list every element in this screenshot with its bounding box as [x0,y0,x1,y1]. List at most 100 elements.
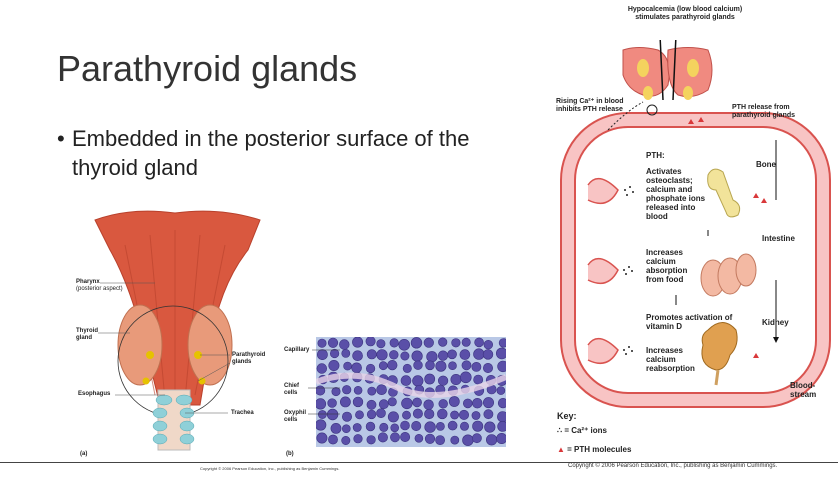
cell-nucleus [351,362,362,374]
cell-nucleus [424,421,436,433]
cell-nucleus [367,386,377,396]
label-pth-release: PTH release from parathyroid glands [732,104,796,119]
cell-nucleus [471,433,482,444]
cell-nucleus [435,435,445,445]
cell-nucleus [326,408,339,421]
cell-nucleus [461,337,471,347]
cell-nucleus [341,424,351,433]
cell-nucleus [389,338,399,348]
cell-nucleus [423,399,434,410]
label-bloodstream: Blood-stream [790,381,817,399]
cell-nucleus [483,362,494,373]
cell-nucleus [437,350,449,361]
cell-nucleus [353,434,363,444]
cell-nucleus [328,434,338,445]
cell-nucleus [366,399,377,410]
cell-nucleus [366,435,376,445]
cell-nucleus [401,397,413,410]
cell-nucleus [413,360,423,370]
cell-nucleus [352,350,363,362]
cell-nucleus [450,435,460,445]
cell-nucleus [339,396,351,408]
cell-nucleus [459,409,470,420]
cell-nucleus [411,421,422,432]
cell-nucleus [496,386,506,395]
cell-nucleus [460,421,470,431]
key-pth-molecules: ▲ = PTH molecules [557,445,632,454]
cell-nucleus [412,397,422,408]
cell-nucleus [426,351,438,363]
cell-nucleus [352,396,364,408]
cell-nucleus [318,410,327,419]
cell-nucleus [437,408,448,420]
footer-divider [0,462,838,463]
cell-nucleus [376,408,386,418]
cell-nucleus [498,338,506,348]
cell-nucleus [410,337,423,349]
cell-nucleus [376,384,387,396]
cell-nucleus [342,385,352,395]
panel-label-a: (a) [80,451,88,457]
cell-nucleus [331,387,341,397]
cell-nucleus [474,337,484,348]
cell-nucleus [423,337,434,348]
cell-nucleus [378,399,389,410]
cell-nucleus [411,350,423,362]
cell-nucleus [387,411,399,423]
cell-nucleus [365,421,376,432]
micrograph-image [316,337,506,447]
cell-nucleus [414,434,424,443]
cell-nucleus [473,374,484,385]
calcium-dots-icon: ∴ [557,426,565,435]
cell-nucleus [402,363,412,373]
label-rising-calcium: Rising Ca²⁺ in blood inhibits PTH releas… [556,98,624,113]
label-parathyroid-glands: Parathyroid glands [232,352,266,365]
cell-nucleus [461,360,472,371]
cell-nucleus [330,348,340,359]
cell-nucleus [339,339,350,350]
label-vitamin-d: Promotes activation of vitamin D [646,313,733,331]
cell-nucleus [424,433,436,444]
label-thyroid-gland: Thyroid gland [76,328,98,341]
cell-nucleus [390,423,399,433]
cell-nucleus [387,397,397,407]
cell-nucleus [471,361,482,372]
cell-nucleus [389,350,399,360]
cell-nucleus [462,434,474,446]
copyright-left: Copyright © 2006 Pearson Education, Inc.… [200,466,340,471]
cell-nucleus [402,410,411,420]
cell-nucleus [387,359,398,371]
cell-nucleus [398,339,410,351]
cell-nucleus [472,397,483,409]
label-intestine: Intestine [762,234,795,243]
copyright-right: Copyright © 2006 Pearson Education, Inc.… [568,463,778,469]
cell-nucleus [330,423,342,434]
micrograph-leader-lines [308,349,340,415]
cell-nucleus [483,409,494,420]
cell-nucleus [400,432,411,443]
cell-nucleus [483,339,494,350]
cell-nucleus [472,420,484,432]
label-pharynx: Pharynx(posterior aspect) [76,279,123,292]
cell-nucleus [437,375,449,386]
label-oxyphil-cells: Oxyphil cells [284,410,307,423]
label-capillary: Capillary [284,347,310,353]
cell-nucleus [486,434,498,446]
cell-nucleus [436,422,445,431]
bullet-symbol: • [57,126,65,151]
key-calcium-ions: ∴ = Ca²⁺ ions [557,426,607,435]
cell-nucleus [341,348,351,358]
cell-nucleus [365,337,376,347]
cell-nucleus [438,337,448,347]
cell-nucleus [352,423,362,432]
cell-nucleus [450,373,462,385]
cell-nucleus [497,411,506,423]
cell-nucleus [352,337,364,348]
label-reabsorption: Increases calcium reabsorption [646,346,695,373]
label-trachea: Trachea [231,410,254,416]
cell-nucleus [400,375,412,386]
cell-nucleus [341,411,352,422]
cell-nucleus [355,410,364,420]
cell-nucleus [484,421,496,433]
cell-nucleus [353,385,363,395]
